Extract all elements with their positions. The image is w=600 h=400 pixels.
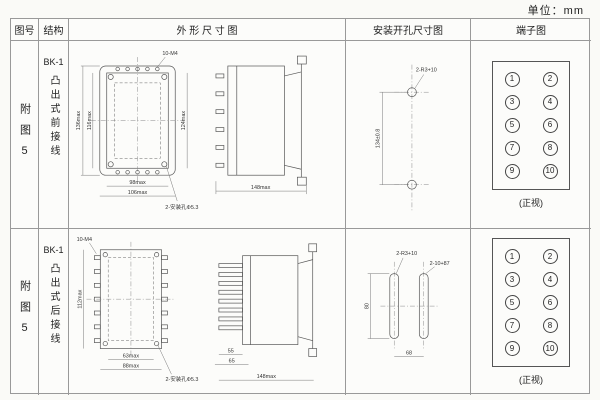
outline-cell-row2: 10-M4 112max 63max 88max 2-安装孔Φ5.3 [69, 229, 346, 395]
dim-side-width: 148max [250, 185, 270, 191]
terminal-number: 1 [504, 71, 520, 87]
terminal-diagram: 1 2 3 4 5 6 7 8 9 10 [492, 238, 570, 367]
unit-label: 单位：mm [527, 5, 584, 17]
terminal-cell-row2: 1 2 3 4 5 6 7 8 9 10 (正视) [471, 229, 591, 395]
terminal-number: 7 [504, 318, 520, 333]
hole-label: 2-安装孔Φ5.3 [165, 375, 198, 383]
dim-label-screws: 10-M4 [76, 237, 91, 243]
dim-bottom-inner: 63max [122, 353, 139, 359]
terminal-number: 2 [542, 71, 558, 87]
dim-side-1: 55 [227, 349, 233, 355]
terminal-number: 6 [542, 117, 558, 133]
terminal-number: 9 [504, 341, 520, 356]
terminal-number: 10 [542, 341, 558, 356]
terminal-number: 5 [504, 295, 520, 310]
terminal-number: 8 [542, 140, 558, 156]
dim-left-outer: 136max [75, 110, 81, 130]
terminal-number: 4 [542, 94, 558, 110]
terminal-cell-row1: 1 2 3 4 5 6 7 8 9 10 (正视) [471, 41, 591, 229]
header-fig-no: 图号 [11, 19, 39, 41]
figure-number-cell-row2: 附图5 [11, 229, 39, 395]
terminal-number: 1 [504, 249, 520, 264]
hole-label-2: 2-10+87 [429, 261, 449, 267]
side-view: 148max [215, 55, 307, 194]
spec-table: 图号 结构 外 形 尺 寸 图 安装开孔尺寸图 端子图 附图5 BK-1 凸出式… [10, 18, 591, 395]
dim-bottom-outer: 88max [122, 363, 139, 369]
terminal-caption: (正视) [519, 375, 543, 385]
dim-left-inner: 116max [86, 110, 92, 129]
header-terminal: 端子图 [471, 19, 591, 41]
hole-label-1: 2-R3+10 [396, 251, 417, 257]
terminal-number: 3 [504, 272, 520, 287]
dim-bottom-inner: 98max [129, 180, 146, 186]
terminal-number: 10 [542, 163, 558, 179]
outline-drawing-rear-wiring: 10-M4 112max 63max 88max 2-安装孔Φ5.3 [76, 237, 317, 383]
structure-cell-row2: BK-1 凸出式后接线 [39, 229, 69, 395]
terminal-number: 8 [542, 318, 558, 333]
terminal-number: 4 [542, 272, 558, 287]
side-view: 55 65 148max [214, 243, 317, 381]
front-view: 10-M4 112max 63max 88max 2-安装孔Φ5.3 [76, 237, 198, 383]
hole-label: 2-R3+10 [415, 67, 436, 73]
dim-vertical: 80 [364, 303, 370, 309]
mounting-drawing-row2: 2-R3+10 2-10+87 80 68 [364, 251, 449, 357]
dim-left: 112max [77, 289, 83, 308]
dim-label-screws: 10-M4 [162, 51, 177, 57]
model-label: BK-1 [43, 57, 64, 67]
terminal-number: 5 [504, 117, 520, 133]
figure-number: 附图5 [18, 102, 31, 167]
terminal-number: 6 [542, 295, 558, 310]
terminal-number: 9 [504, 163, 520, 179]
dim-bottom: 68 [405, 350, 411, 356]
terminal-caption: (正视) [519, 197, 543, 208]
model-label: BK-1 [43, 245, 64, 255]
terminal-number: 2 [542, 249, 558, 264]
outline-drawing-front-wiring: 10-M4 136max 116max 124max 98max 106max … [75, 51, 307, 211]
structure-cell-row1: BK-1 凸出式前接线 [39, 41, 69, 229]
dim-vertical: 134±0.8 [375, 128, 381, 148]
mounting-drawing-row1: 2-R3+10 134±0.8 [375, 64, 436, 210]
hole-label: 2-安装孔Φ5.3 [165, 202, 198, 210]
header-structure: 结构 [39, 19, 69, 41]
terminal-diagram: 1 2 3 4 5 6 7 8 9 10 [492, 60, 570, 190]
header-mounting: 安装开孔尺寸图 [346, 19, 471, 41]
terminal-number: 7 [504, 140, 520, 156]
structure-description: 凸出式后接线 [48, 263, 59, 347]
figure-number: 附图5 [18, 280, 31, 344]
dim-side-2: 65 [228, 358, 234, 364]
outline-cell-row1: 10-M4 136max 116max 124max 98max 106max … [69, 41, 346, 229]
dim-side-width: 148max [256, 374, 276, 380]
header-outline: 外 形 尺 寸 图 [69, 19, 346, 41]
structure-description: 凸出式前接线 [48, 75, 59, 159]
figure-number-cell-row1: 附图5 [11, 41, 39, 229]
dim-right: 124max [181, 110, 187, 130]
mounting-cell-row1: 2-R3+10 134±0.8 [346, 41, 471, 229]
terminal-number: 3 [504, 94, 520, 110]
dim-bottom-outer: 106max [127, 190, 147, 196]
front-view: 10-M4 136max 116max 124max 98max 106max … [75, 51, 198, 211]
mounting-cell-row2: 2-R3+10 2-10+87 80 68 [346, 229, 471, 395]
